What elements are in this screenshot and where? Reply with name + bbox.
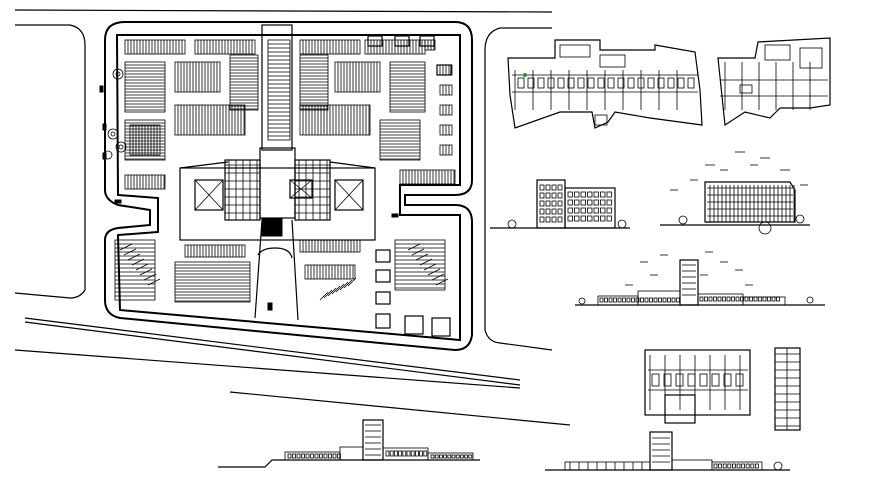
elevation-bottom-center bbox=[218, 419, 480, 468]
site-plan bbox=[14, 9, 571, 426]
floor-plan-wing bbox=[717, 37, 831, 127]
central-street bbox=[254, 24, 299, 321]
trees bbox=[103, 68, 127, 160]
floor-plan-square bbox=[644, 349, 751, 424]
elevation-tower-side bbox=[490, 179, 630, 229]
elevation-bottom-right bbox=[545, 431, 790, 471]
site-boundary bbox=[104, 21, 473, 352]
main-building bbox=[179, 147, 376, 241]
parking-stalls bbox=[114, 39, 456, 303]
elevation-front-block bbox=[660, 151, 810, 235]
vehicles bbox=[99, 85, 399, 311]
floor-plan-main bbox=[507, 39, 703, 129]
road-edges bbox=[14, 9, 571, 426]
floor-plan-tower bbox=[774, 347, 801, 431]
right-side-blocks bbox=[367, 35, 452, 337]
elevation-long-mid bbox=[575, 251, 825, 306]
